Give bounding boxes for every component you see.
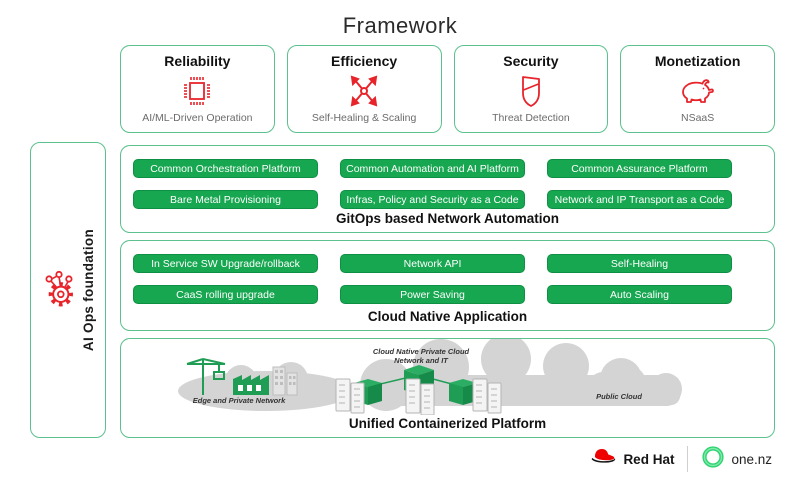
- onenz-ring-icon: [701, 445, 725, 474]
- section-cloud-native: In Service SW Upgrade/rollback Network A…: [120, 240, 775, 331]
- cloud-native-section-title: Cloud Native Application: [367, 309, 528, 324]
- pillar-reliability-title: Reliability: [164, 53, 231, 69]
- crane-icon: [186, 358, 226, 395]
- btn-self-healing[interactable]: Self-Healing: [547, 254, 732, 273]
- pillar-security: Security Threat Detection: [453, 45, 609, 133]
- pillar-monetization-subtitle: NSaaS: [680, 112, 715, 124]
- page-title: Framework: [342, 13, 458, 38]
- pillar-efficiency-title: Efficiency: [331, 53, 398, 69]
- pillar-monetization-title: Monetization: [654, 53, 741, 69]
- private-cloud-label-line2: Network and IT: [394, 356, 449, 365]
- btn-common-orchestration-platform[interactable]: Common Orchestration Platform: [133, 159, 318, 178]
- private-cloud-label-line1: Cloud Native Private Cloud: [373, 347, 470, 356]
- pillar-row: Reliability AI/ML-Driven Operation Effic…: [120, 45, 775, 133]
- pillar-reliability-subtitle: AI/ML-Driven Operation: [142, 112, 253, 124]
- btn-infras-policy-security-as-code[interactable]: Infras, Policy and Security as a Code: [340, 190, 525, 209]
- onenz-logo-text: one.nz: [731, 451, 772, 467]
- redhat-fedora-icon: [587, 446, 617, 473]
- btn-common-assurance-platform[interactable]: Common Assurance Platform: [547, 159, 732, 178]
- redhat-logo-text: Red Hat: [623, 451, 675, 467]
- cloud-native-button-grid: In Service SW Upgrade/rollback Network A…: [121, 241, 774, 304]
- section-unified-platform: Edge and Private Network Cloud Native Pr…: [120, 338, 775, 438]
- chip-icon: [177, 69, 217, 112]
- aiops-foundation-label: AI Ops foundation: [80, 228, 96, 352]
- gitops-button-grid: Common Orchestration Platform Common Aut…: [121, 146, 774, 209]
- piggy-bank-icon: [676, 69, 720, 112]
- btn-auto-scaling[interactable]: Auto Scaling: [547, 285, 732, 304]
- shield-icon: [511, 69, 551, 112]
- pillar-efficiency: Efficiency Self-Healing & Scaling: [286, 45, 442, 133]
- pillar-security-title: Security: [503, 53, 559, 69]
- btn-in-service-sw-upgrade[interactable]: In Service SW Upgrade/rollback: [133, 254, 318, 273]
- btn-caas-rolling-upgrade[interactable]: CaaS rolling upgrade: [133, 285, 318, 304]
- unified-platform-section-title: Unified Containerized Platform: [348, 416, 547, 431]
- btn-network-ip-transport-as-code[interactable]: Network and IP Transport as a Code: [547, 190, 732, 209]
- pillar-reliability: Reliability AI/ML-Driven Operation: [120, 45, 275, 133]
- gitops-section-title: GitOps based Network Automation: [335, 211, 560, 226]
- btn-power-saving[interactable]: Power Saving: [340, 285, 525, 304]
- factory-icon: [233, 366, 298, 396]
- btn-bare-metal-provisioning[interactable]: Bare Metal Provisioning: [133, 190, 318, 209]
- section-gitops: Common Orchestration Platform Common Aut…: [120, 145, 775, 233]
- redhat-logo: Red Hat: [587, 446, 674, 473]
- footer-divider: [687, 446, 689, 472]
- pillar-security-subtitle: Threat Detection: [492, 112, 570, 124]
- pillar-efficiency-subtitle: Self-Healing & Scaling: [311, 112, 417, 124]
- edge-network-label: Edge and Private Network: [193, 396, 286, 405]
- aiops-foundation-box: AI Ops foundation: [30, 142, 106, 438]
- btn-common-automation-ai-platform[interactable]: Common Automation and AI Platform: [340, 159, 525, 178]
- pillar-monetization: Monetization NSaaS: [620, 45, 775, 133]
- onenz-logo: one.nz: [701, 445, 772, 474]
- public-cloud-label: Public Cloud: [596, 392, 642, 401]
- platform-illustration: Edge and Private Network Cloud Native Pr…: [178, 339, 682, 415]
- server-racks: [335, 378, 502, 415]
- aiops-gear-icon: [41, 268, 77, 313]
- btn-network-api[interactable]: Network API: [340, 254, 525, 273]
- expand-arrows-icon: [344, 69, 384, 112]
- footer-logos: Red Hat one.nz: [587, 444, 772, 474]
